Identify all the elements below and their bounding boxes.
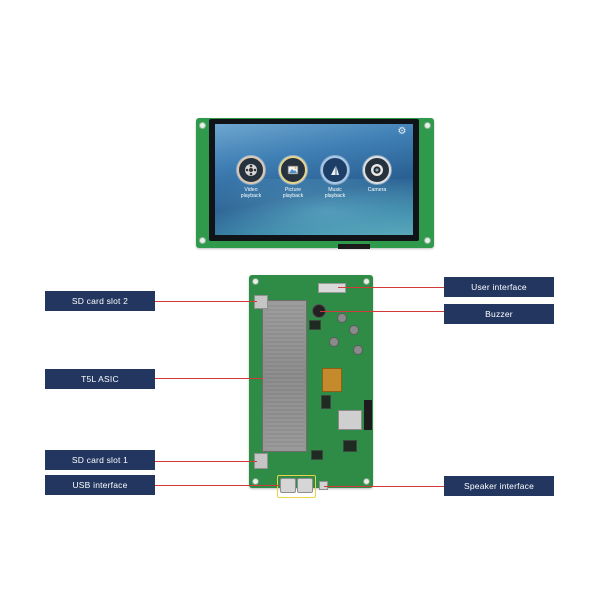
app-camera: Camera (357, 156, 397, 193)
flex-connector (338, 244, 370, 249)
picture-icon (279, 156, 307, 184)
mounting-hole (252, 478, 259, 485)
label-t5l-asic: T5L ASIC (45, 369, 155, 389)
ic-chip (321, 395, 331, 409)
capacitor (349, 325, 359, 335)
metal-component (338, 410, 362, 430)
leader-line-user-interface (338, 287, 444, 288)
leader-line-sd1 (155, 461, 257, 462)
usb-port (297, 478, 313, 493)
t5l-asic-chip (262, 300, 307, 452)
label-usb-interface: USB interface (45, 475, 155, 495)
mounting-hole (363, 478, 370, 485)
ic-chip (311, 450, 323, 460)
camera-icon (363, 156, 391, 184)
app-label: Video playback (240, 187, 262, 199)
app-picture-playback: Picture playback (273, 156, 313, 199)
app-label: Picture playback (282, 187, 304, 199)
usb-highlight-outline (277, 475, 316, 498)
sd-card-slot-2 (254, 295, 268, 309)
leader-line-usb (155, 485, 280, 486)
ic-chip (309, 320, 321, 330)
app-music-playback: Music playback (315, 156, 355, 199)
flex-cable-pad (322, 368, 342, 392)
mounting-hole (424, 122, 431, 129)
music-note-icon (321, 156, 349, 184)
side-connector (364, 400, 372, 430)
label-user-interface: User interface (444, 277, 554, 297)
usb-port (280, 478, 296, 493)
mounting-hole (199, 122, 206, 129)
leader-line-sd2 (155, 301, 257, 302)
leader-line-t5l (155, 378, 263, 379)
speaker-connector (319, 481, 328, 490)
leader-line-buzzer (320, 311, 444, 312)
app-label: Camera (367, 187, 387, 193)
label-buzzer: Buzzer (444, 304, 554, 324)
app-video-playback: Video playback (231, 156, 271, 199)
capacitor (353, 345, 363, 355)
user-interface-connector (318, 283, 346, 293)
touch-screen: ⚙ Video playback Picture playback Music … (215, 124, 413, 235)
gear-icon: ⚙ (397, 126, 407, 137)
label-speaker-interface: Speaker interface (444, 476, 554, 496)
label-sd-card-slot-2: SD card slot 2 (45, 291, 155, 311)
mounting-hole (252, 278, 259, 285)
ic-chip (343, 440, 357, 452)
mounting-hole (363, 278, 370, 285)
mounting-hole (424, 237, 431, 244)
app-label: Music playback (324, 187, 346, 199)
leader-line-speaker (324, 486, 444, 487)
capacitor (329, 337, 339, 347)
capacitor (337, 313, 347, 323)
label-sd-card-slot-1: SD card slot 1 (45, 450, 155, 470)
film-reel-icon (237, 156, 265, 184)
mounting-hole (199, 237, 206, 244)
